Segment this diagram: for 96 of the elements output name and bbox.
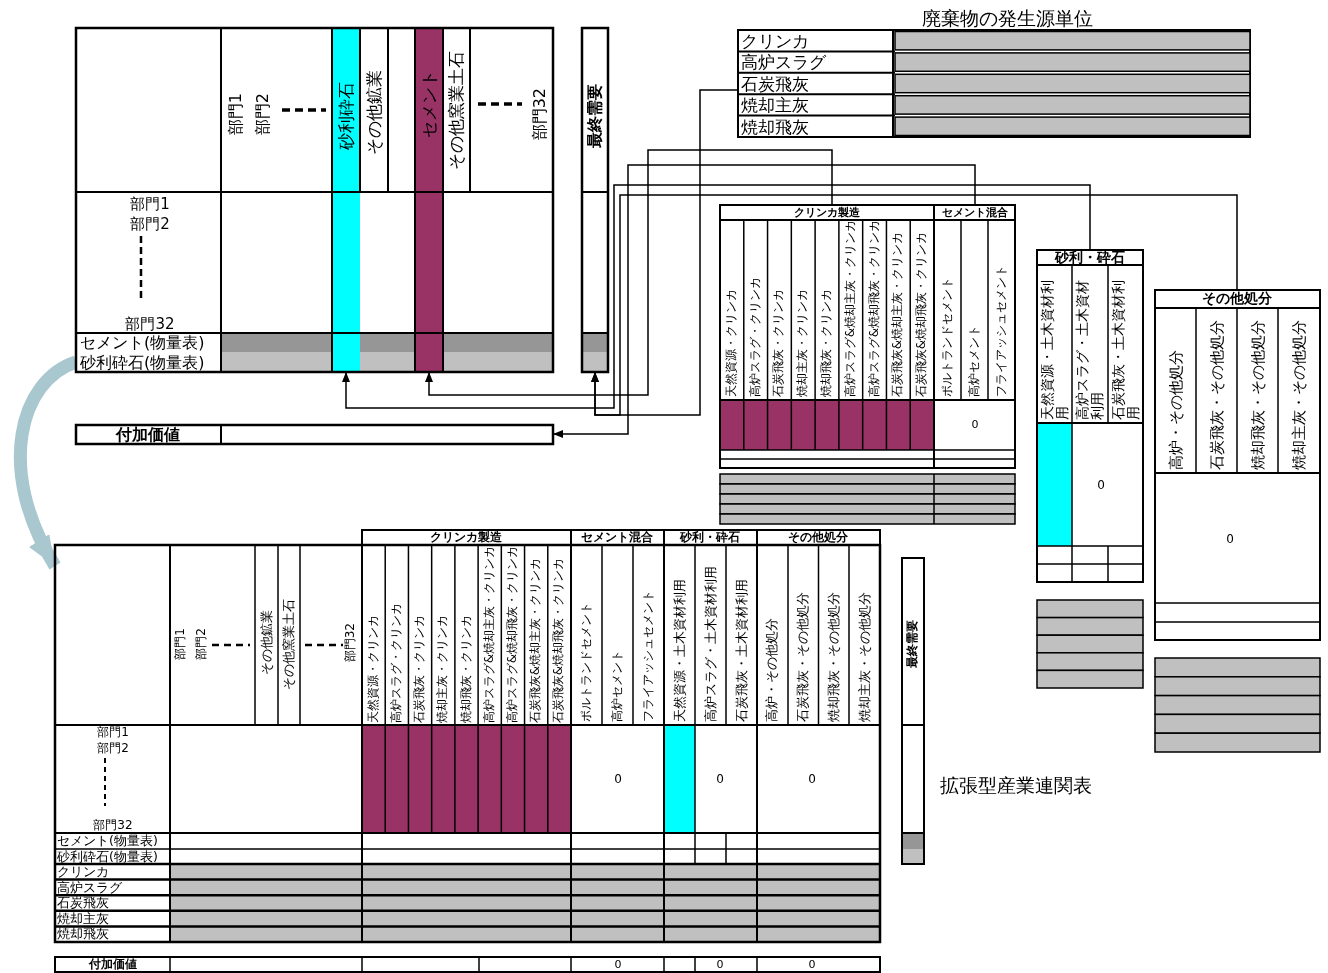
column-header: 石炭飛灰&焼却飛灰・クリンカ xyxy=(915,231,929,397)
cell-value: 0 xyxy=(614,773,622,787)
row-header: 砂利砕石(物量表) xyxy=(80,354,205,372)
column-header: ポルトランドセメント xyxy=(940,277,955,397)
column-header: 部門2 xyxy=(254,92,272,135)
group-header: クリンカ製造 xyxy=(794,206,860,220)
group-header: 砂利・砕石 xyxy=(680,531,740,545)
column-header: 部門1 xyxy=(227,92,245,135)
column-header: 部門32 xyxy=(344,622,358,662)
row-header: 高炉スラグ xyxy=(57,880,122,895)
row-header: 付加価値 xyxy=(89,958,137,972)
column-header: 天然資源・クリンカ xyxy=(725,289,739,397)
row-header: 焼却飛灰 xyxy=(57,927,109,942)
column-header: その他窯業土石 xyxy=(281,599,297,690)
connector-arrow xyxy=(552,164,976,438)
row-header: 石炭飛灰 xyxy=(741,74,809,94)
column-header: 部門1 xyxy=(174,628,188,660)
group-header: セメント混合 xyxy=(942,206,1008,220)
column-header: 石炭飛灰&焼却主灰・クリンカ xyxy=(891,231,905,397)
column-header: 最終需要 xyxy=(906,620,920,668)
column-header: 石炭飛灰・その他処分 xyxy=(1208,320,1225,470)
column-header: 高炉・その他処分 xyxy=(1167,350,1184,470)
column-header: 石炭飛灰・その他処分 xyxy=(795,592,811,722)
row-header: セメント(物量表) xyxy=(80,334,205,352)
cell-value: 0 xyxy=(1097,479,1105,493)
row-header: 部門2 xyxy=(97,742,129,756)
column-header: 砂利砕石 xyxy=(336,82,356,150)
column-header: フライアッシュセメント xyxy=(994,265,1009,397)
row-header: クリンカ xyxy=(57,865,109,879)
cell-value: 0 xyxy=(808,958,816,972)
row-header: 部門32 xyxy=(93,819,133,833)
cell-value: 0 xyxy=(614,958,622,972)
column-header: その他窯業土石 xyxy=(446,51,466,170)
column-header: 石炭飛灰・クリンカ xyxy=(413,615,427,723)
group-header: その他処分 xyxy=(1202,291,1272,307)
row-header: 石炭飛灰 xyxy=(57,896,109,911)
row-header: セメント(物量表) xyxy=(57,834,158,848)
column-header: セメント xyxy=(419,70,439,138)
group-header: その他処分 xyxy=(788,531,848,545)
column-header: 高炉セメント xyxy=(967,325,982,397)
column-header: 高炉・その他処分 xyxy=(764,618,780,722)
column-header: 部門2 xyxy=(195,628,209,660)
connector-arrow xyxy=(591,194,1238,416)
row-header: クリンカ xyxy=(741,31,809,51)
column-header: 焼却飛灰・その他処分 xyxy=(1249,320,1266,470)
column-header: 焼却飛灰・クリンカ xyxy=(820,289,834,397)
row-header: 高炉スラグ xyxy=(741,52,826,72)
table-title: 廃棄物の発生源単位 xyxy=(921,7,1093,29)
group-header: 砂利・砕石 xyxy=(1055,250,1125,266)
column-header: 焼却飛灰・クリンカ xyxy=(459,615,474,723)
column-header: 焼却主灰・クリンカ xyxy=(796,289,810,397)
group-header: クリンカ製造 xyxy=(430,531,502,545)
column-header: その他鉱業 xyxy=(364,70,384,155)
column-header: その他鉱業 xyxy=(259,610,274,675)
column-header: 高炉スラグ&焼却主灰・クリンカ xyxy=(844,219,858,397)
column-header: 焼却飛灰・その他処分 xyxy=(826,592,842,722)
row-header: 部門1 xyxy=(130,195,170,213)
column-header: 天然資源・土木資材利用 xyxy=(1039,279,1070,420)
row-header: 焼却主灰 xyxy=(57,911,109,926)
row-header: 砂利砕石(物量表) xyxy=(57,849,158,864)
column-header: 高炉スラグ・クリンカ xyxy=(749,277,763,397)
column-header: 焼却主灰・クリンカ xyxy=(436,615,450,723)
column-header: 焼却主灰・その他処分 xyxy=(1290,320,1308,470)
column-header: 高炉スラグ・クリンカ xyxy=(390,603,404,723)
column-header: 高炉スラグ&焼却飛灰・クリンカ xyxy=(867,219,882,397)
column-header: 最終需要 xyxy=(586,84,604,148)
column-header: 高炉スラグ&焼却飛灰・クリンカ xyxy=(506,545,520,723)
row-header: 焼却主灰 xyxy=(741,95,809,115)
column-header: 石炭飛灰・土木資材利用 xyxy=(1110,279,1141,420)
cell-value: 0 xyxy=(716,773,724,787)
column-header: ポルトランドセメント xyxy=(579,602,594,722)
column-header: 焼却主灰・その他処分 xyxy=(857,592,873,722)
cell-value: 0 xyxy=(1226,533,1234,547)
column-header: 石炭飛灰&焼却主灰・クリンカ xyxy=(529,557,543,723)
row-header: 部門2 xyxy=(130,215,170,233)
column-header: 高炉セメント xyxy=(610,650,625,722)
column-header: 天然資源・クリンカ xyxy=(367,615,381,723)
column-header: 高炉スラグ・土木資材利用 xyxy=(703,566,718,722)
column-header: 部門32 xyxy=(531,87,549,140)
row-header: 付加価値 xyxy=(116,426,180,444)
cell-value: 0 xyxy=(971,418,979,432)
column-header: 石炭飛灰&焼却飛灰・クリンカ xyxy=(552,557,566,723)
column-header: 高炉スラグ&焼却主灰・クリンカ xyxy=(483,545,497,723)
connector-arrow xyxy=(425,149,833,396)
column-header: 高炉スラグ・土木資材利用 xyxy=(1075,279,1105,420)
column-header: 石炭飛灰・土木資材利用 xyxy=(734,579,749,722)
row-header: 焼却飛灰 xyxy=(741,117,809,137)
connector-arrow xyxy=(342,184,1091,409)
row-header: 部門1 xyxy=(97,726,129,740)
row-header: 部門32 xyxy=(125,315,175,333)
column-header: 天然資源・土木資材利用 xyxy=(672,579,687,722)
cell-value: 0 xyxy=(716,958,724,972)
group-header: セメント混合 xyxy=(581,531,653,545)
column-header: フライアッシュセメント xyxy=(641,590,656,722)
cell-value: 0 xyxy=(808,773,816,787)
column-header: 石炭飛灰・クリンカ xyxy=(772,289,787,397)
